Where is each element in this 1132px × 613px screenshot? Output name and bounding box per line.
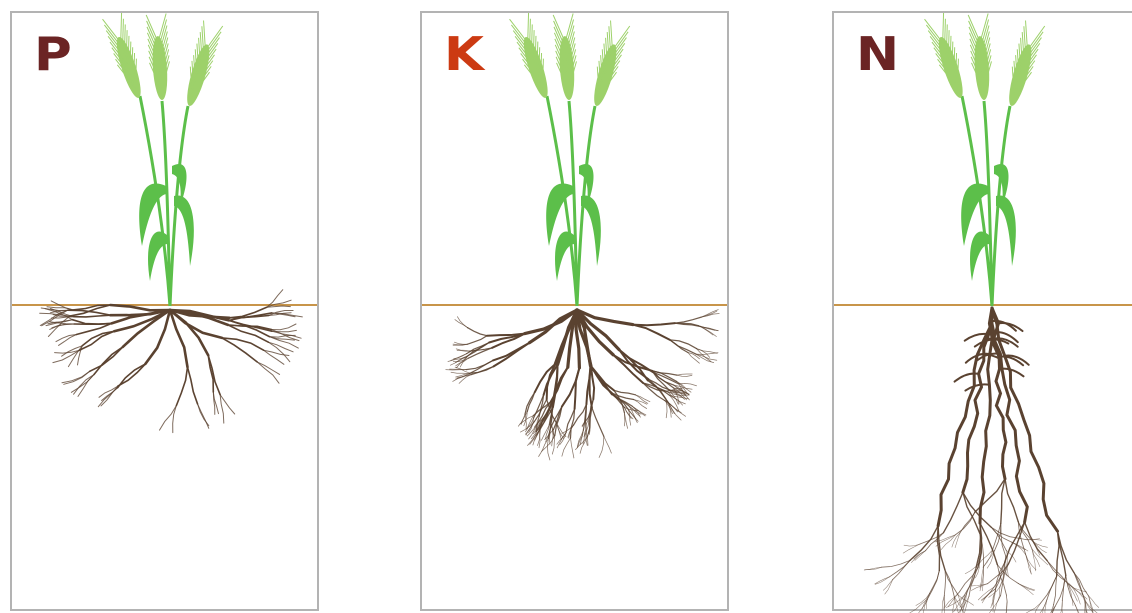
roots-shallow-spreading (40, 290, 303, 433)
roots-deep (864, 308, 1100, 613)
panel-potassium: K (420, 11, 729, 611)
panel-phosphorus: P (10, 11, 319, 611)
roots-medium-branching (446, 310, 719, 460)
wheat-plant-icon (103, 13, 223, 306)
plant-potassium (422, 13, 731, 613)
wheat-plant-icon (925, 13, 1045, 306)
plant-phosphorus (12, 13, 321, 613)
panel-nitrogen: N (832, 11, 1132, 611)
plant-nitrogen (834, 13, 1132, 613)
wheat-plant-icon (510, 13, 630, 306)
